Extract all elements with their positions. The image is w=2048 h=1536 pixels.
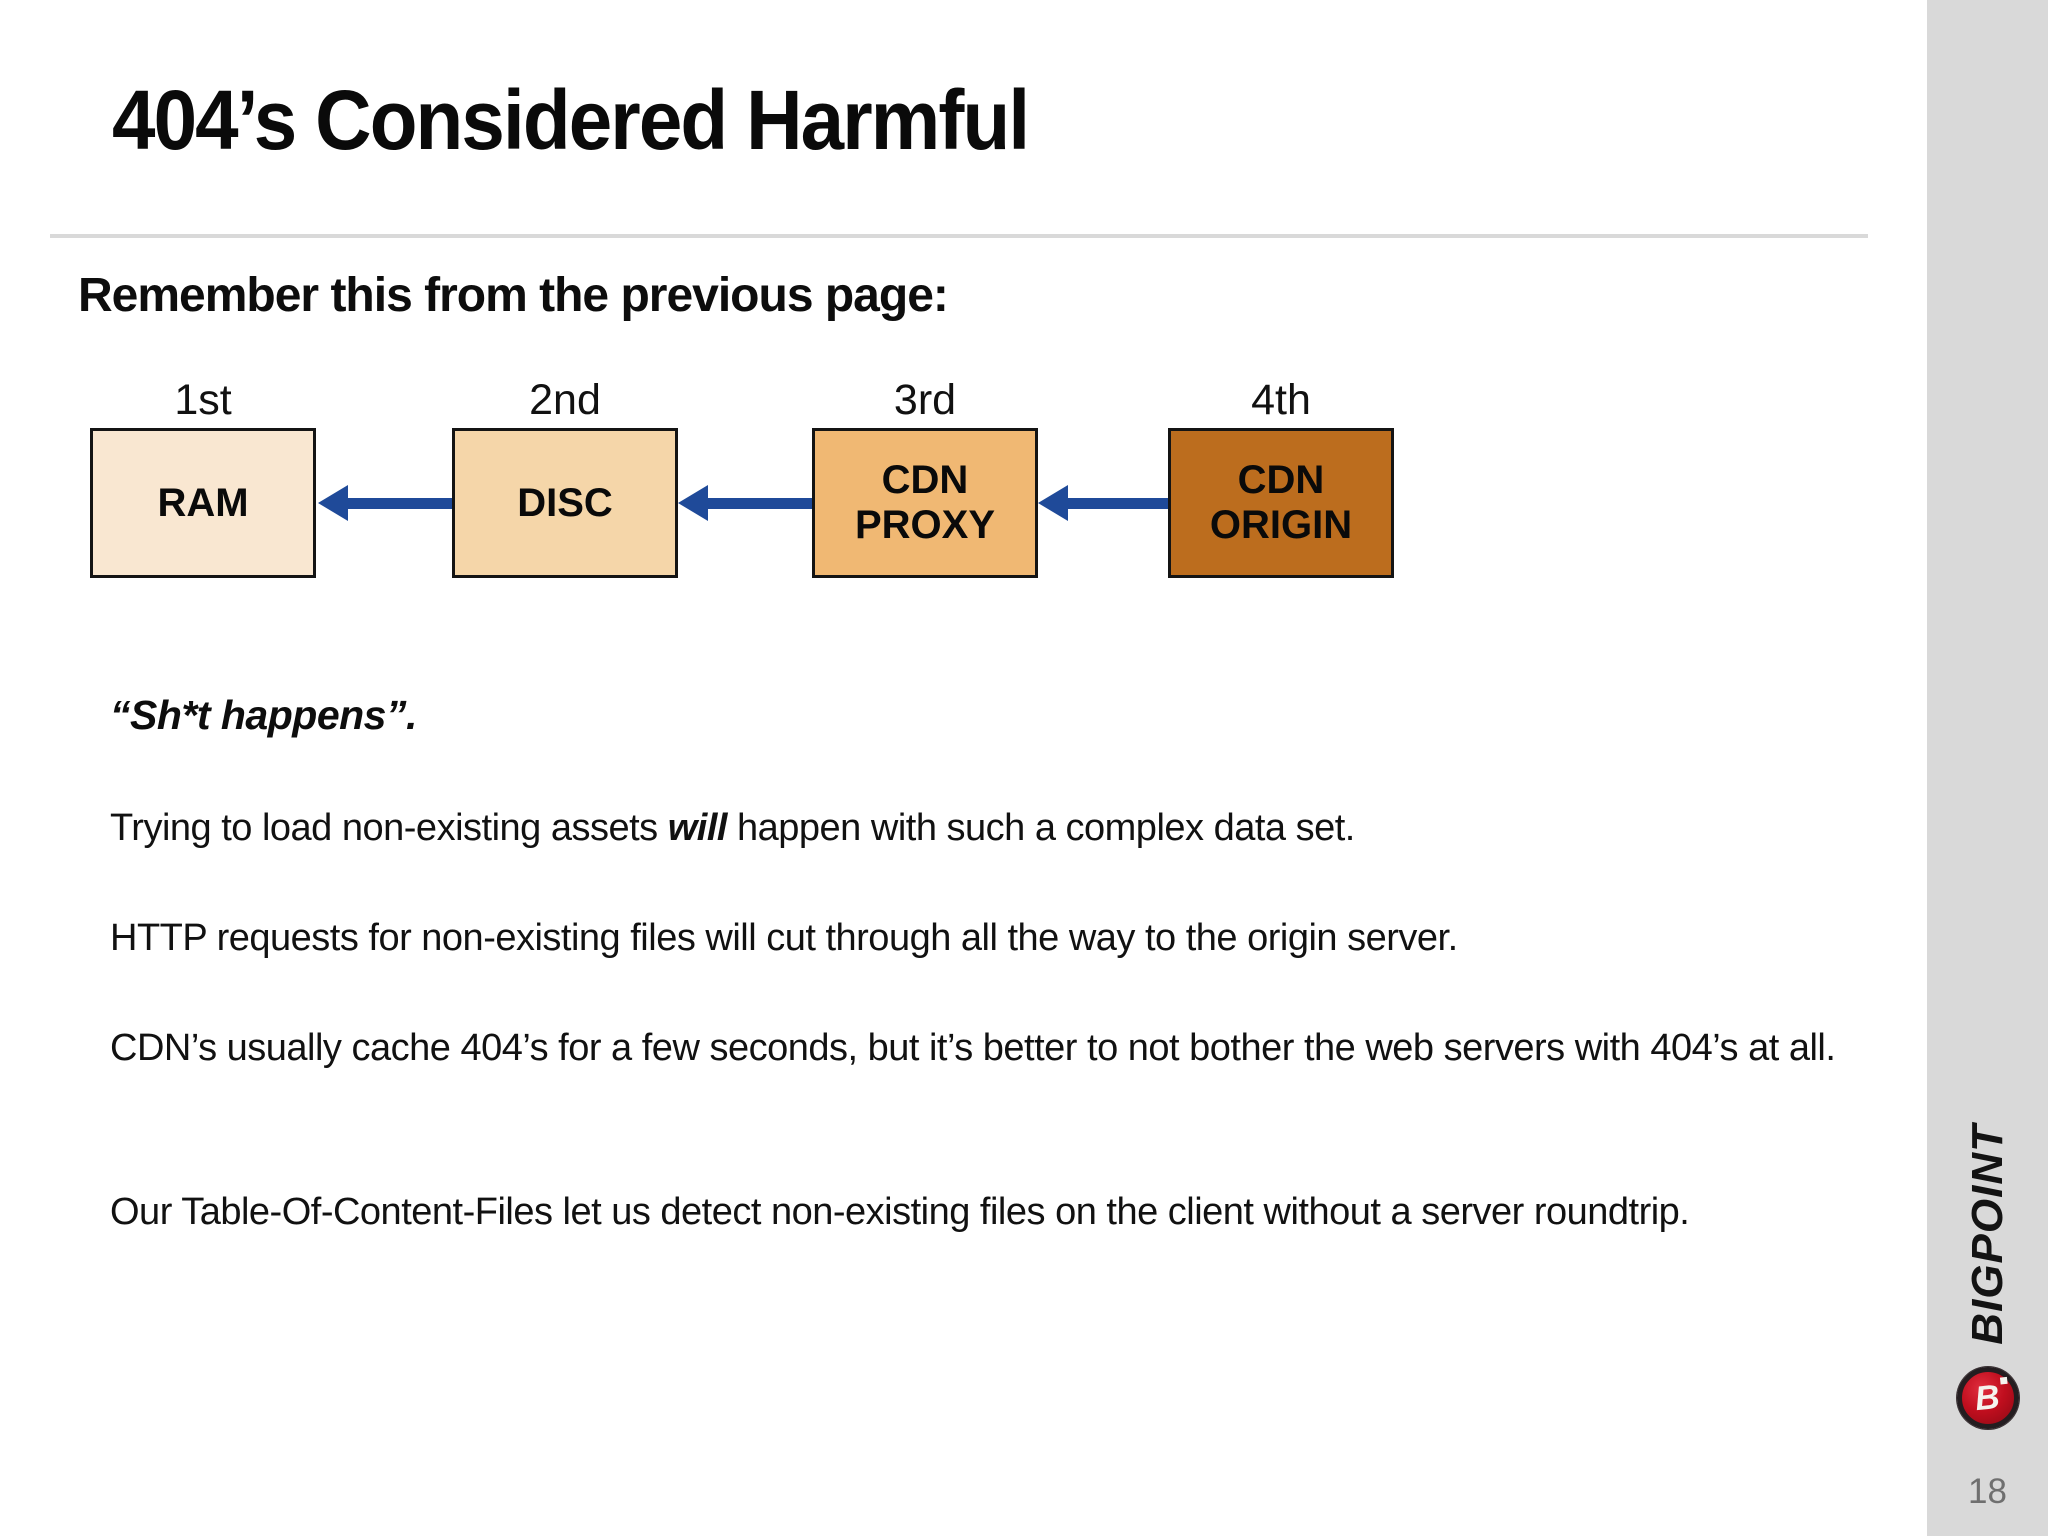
paragraph-text: happen with such a complex data set. [726, 807, 1355, 849]
page-number: 18 [1968, 1472, 2007, 1511]
ordinal-label-2nd: 2nd [529, 376, 601, 424]
brand-sidebar: BIGPOINT B 18 [1927, 0, 2048, 1536]
diagram-box-ram: RAM [90, 428, 316, 578]
title-divider [50, 234, 1868, 238]
quote-text: “Sh*t happens”. [110, 692, 417, 738]
arrow-shaft [702, 498, 812, 509]
diagram-box-ram-label: RAM [157, 480, 249, 525]
paragraph-trying-to-load: Trying to load non-existing assets will … [110, 800, 1870, 857]
ordinal-label-4th: 4th [1251, 376, 1311, 424]
ordinal-label-3rd: 3rd [893, 376, 957, 424]
page-title: 404’s Considered Harmful [112, 73, 1030, 167]
arrow-shaft [342, 498, 452, 509]
brand-wordmark-text: BIGPOINT [1962, 1123, 2012, 1345]
bigpoint-logo-letter: B [1973, 1377, 2002, 1419]
emphasis-will: will [667, 807, 728, 849]
bigpoint-logo-icon: B [1956, 1367, 2019, 1429]
slide-subtitle: Remember this from the previous page: [78, 269, 949, 322]
left-arrow-proxy-to-disc-icon [678, 485, 812, 521]
paragraph-toc-files: Our Table-Of-Content-Files let us detect… [110, 1191, 1690, 1233]
diagram-box-cdn-proxy: CDN PROXY [812, 428, 1038, 578]
diagram-box-disc-label: DISC [517, 480, 613, 525]
ordinal-label-1st: 1st [174, 376, 232, 424]
diagram-box-disc: DISC [452, 428, 678, 578]
brand-wordmark: BIGPOINT [1927, 1100, 2048, 1368]
paragraph-text: Trying to load non-existing assets [110, 807, 668, 849]
arrow-shaft [1062, 498, 1168, 509]
diagram-box-cdn-origin: CDN ORIGIN [1168, 428, 1394, 578]
left-arrow-origin-to-proxy-icon [1038, 485, 1168, 521]
left-arrow-disc-to-ram-icon [318, 485, 452, 521]
diagram-box-cdn-proxy-label: CDN PROXY [854, 458, 996, 547]
diagram-box-cdn-origin-label: CDN ORIGIN [1209, 458, 1353, 547]
paragraph-http-requests: HTTP requests for non-existing files wil… [110, 917, 1458, 959]
paragraph-cdn-cache: CDN’s usually cache 404’s for a few seco… [110, 1027, 1836, 1069]
